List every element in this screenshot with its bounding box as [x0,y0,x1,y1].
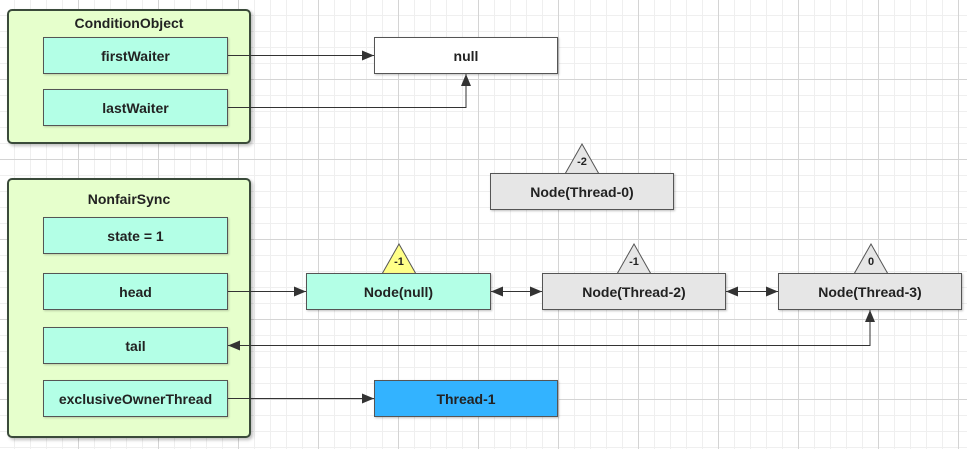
tail-field[interactable]: tail [43,327,228,364]
queue-node-1[interactable]: Node(Thread-2) [542,273,726,310]
waiting-node-thread-0[interactable]: Node(Thread-0) [490,173,674,210]
tail-to-thread-3-arrow [228,310,875,351]
queue-node-status-0: -1 [394,256,404,268]
head-field[interactable]: head [43,273,228,310]
waiting-node-status: -2 [577,156,587,168]
queue-node-0[interactable]: Node(null) [306,273,491,310]
queue-node-2[interactable]: Node(Thread-3) [778,273,962,310]
last-waiter-field[interactable]: lastWaiter [43,89,228,126]
null-node[interactable]: null [374,37,558,74]
owner-thread-node[interactable]: Thread-1 [374,380,558,417]
first-waiter-field[interactable]: firstWaiter [43,37,228,74]
queue-node-status-2: 0 [867,256,875,268]
exclusive-owner-thread-field[interactable]: exclusiveOwnerThread [43,380,228,417]
queue-node-status-1: -1 [629,256,639,268]
condition-object-title: ConditionObject [74,15,184,31]
state-field[interactable]: state = 1 [43,217,228,254]
nonfair-sync-title: NonfairSync [87,191,171,207]
last-waiter-to-null-arrow [228,74,471,108]
